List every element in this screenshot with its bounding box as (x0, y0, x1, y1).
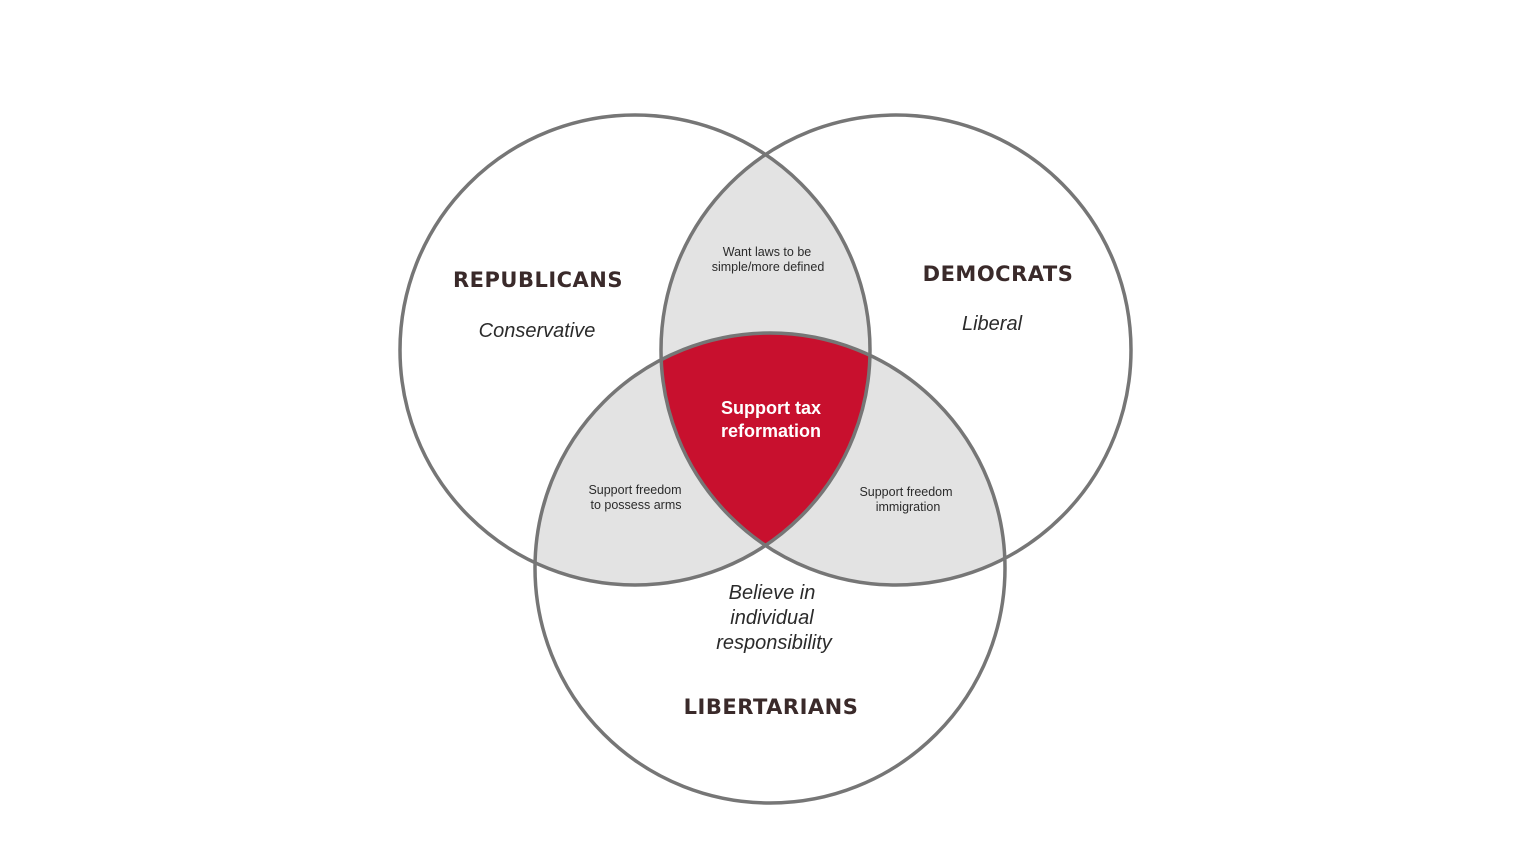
overlap-republicans-democrats-line-2: simple/more defined (712, 260, 825, 274)
overlap-all-three-line-2: reformation (721, 421, 821, 441)
overlap-democrats-libertarians-line-1: Support freedom (859, 485, 952, 499)
democrats-circle (659, 113, 1133, 587)
democrats-description: Liberal (962, 313, 1023, 335)
overlap-democrats-libertarians-line-2: immigration (876, 500, 941, 514)
republicans-circle (398, 113, 872, 587)
republicans-description: Conservative (479, 320, 596, 342)
libertarians-circle (533, 331, 1007, 805)
overlap-republicans-libertarians-line-2: to possess arms (590, 498, 681, 512)
overlap-republicans-libertarians-line-1: Support freedom (588, 483, 681, 497)
republicans-title: REPUBLICANS (453, 268, 623, 292)
libertarians-description-line-1: Believe in (729, 582, 816, 604)
overlap-all-three-line-1: Support tax (721, 398, 821, 418)
overlap-republicans-democrats-line-1: Want laws to be (723, 245, 812, 259)
libertarians-description-line-3: responsibility (716, 632, 833, 654)
democrats-title: DEMOCRATS (923, 262, 1074, 286)
libertarians-description-line-2: individual (730, 607, 814, 629)
libertarians-title: LIBERTARIANS (684, 695, 859, 719)
